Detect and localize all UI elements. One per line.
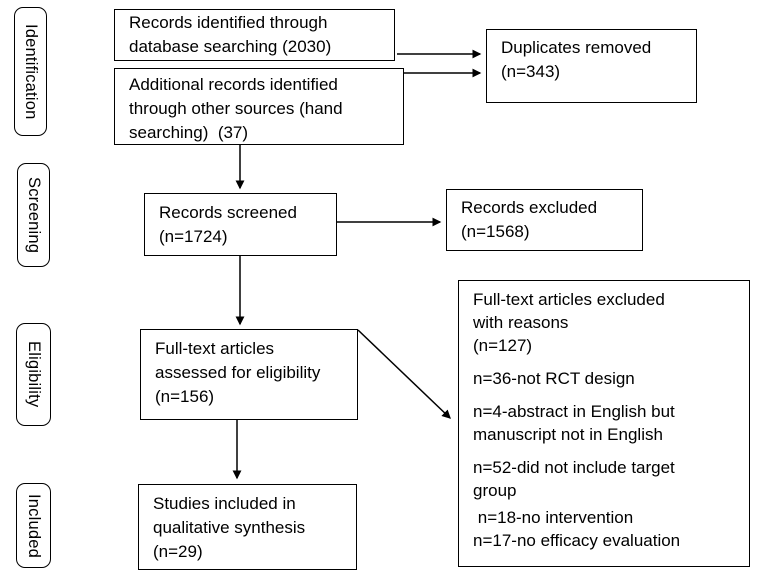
text-line: n=36-not RCT design bbox=[473, 369, 635, 388]
text-line: Additional records identified bbox=[129, 75, 338, 94]
box-records-identified-database: Records identified through database searc… bbox=[114, 9, 395, 61]
box-fulltext-excluded-reasons: Full-text articles excluded with reasons (… bbox=[458, 280, 750, 567]
box-additional-records-other-sources: Additional records identified through oth… bbox=[114, 68, 404, 145]
text-line: n=52-did not include target bbox=[473, 458, 675, 477]
text-line: n=4-abstract in English but bbox=[473, 402, 675, 421]
text-line: Full-text articles bbox=[155, 339, 275, 358]
text-line: qualitative synthesis bbox=[153, 518, 306, 537]
stage-label-eligibility: Eligibility bbox=[16, 323, 51, 426]
stage-label-screening: Screening bbox=[17, 163, 50, 267]
text-line: group bbox=[473, 481, 517, 500]
text-line: Studies included in bbox=[153, 494, 296, 513]
text-line: manuscript not in English bbox=[473, 425, 663, 444]
box-studies-included: Studies included in qualitative synthesis… bbox=[138, 484, 357, 570]
text-line: database searching (2030) bbox=[129, 37, 332, 56]
text-line: Records excluded bbox=[461, 198, 598, 217]
box-records-excluded: Records excluded (n=1568) bbox=[446, 189, 643, 251]
stage-label-included: Included bbox=[16, 483, 51, 568]
box-fulltext-assessed: Full-text articles assessed for eligibili… bbox=[140, 329, 358, 420]
text-line: Records identified through bbox=[129, 13, 328, 32]
text-line: assessed for eligibility bbox=[155, 363, 321, 382]
text-line: (n=127) bbox=[473, 336, 533, 355]
text-line: (n=1568) bbox=[461, 222, 530, 241]
text-line: with reasons bbox=[473, 313, 569, 332]
arrow-fulltext-to-ftexcluded bbox=[357, 329, 451, 419]
text-line: Duplicates removed bbox=[501, 38, 652, 57]
text-line: (n=156) bbox=[155, 387, 215, 406]
text-line: through other sources (hand bbox=[129, 99, 343, 118]
text-line: Full-text articles excluded bbox=[473, 290, 665, 309]
text-line: (n=29) bbox=[153, 542, 203, 561]
box-records-screened: Records screened (n=1724) bbox=[144, 193, 337, 256]
text-line: n=18-no intervention bbox=[473, 508, 634, 527]
box-duplicates-removed: Duplicates removed (n=343) bbox=[486, 29, 697, 103]
text-line: (n=1724) bbox=[159, 227, 228, 246]
text-line: n=17-no efficacy evaluation bbox=[473, 531, 681, 550]
text-line: searching) (37) bbox=[129, 123, 249, 142]
stage-label-identification: Identification bbox=[14, 7, 47, 136]
text-line: (n=343) bbox=[501, 62, 561, 81]
text-line: Records screened bbox=[159, 203, 297, 222]
